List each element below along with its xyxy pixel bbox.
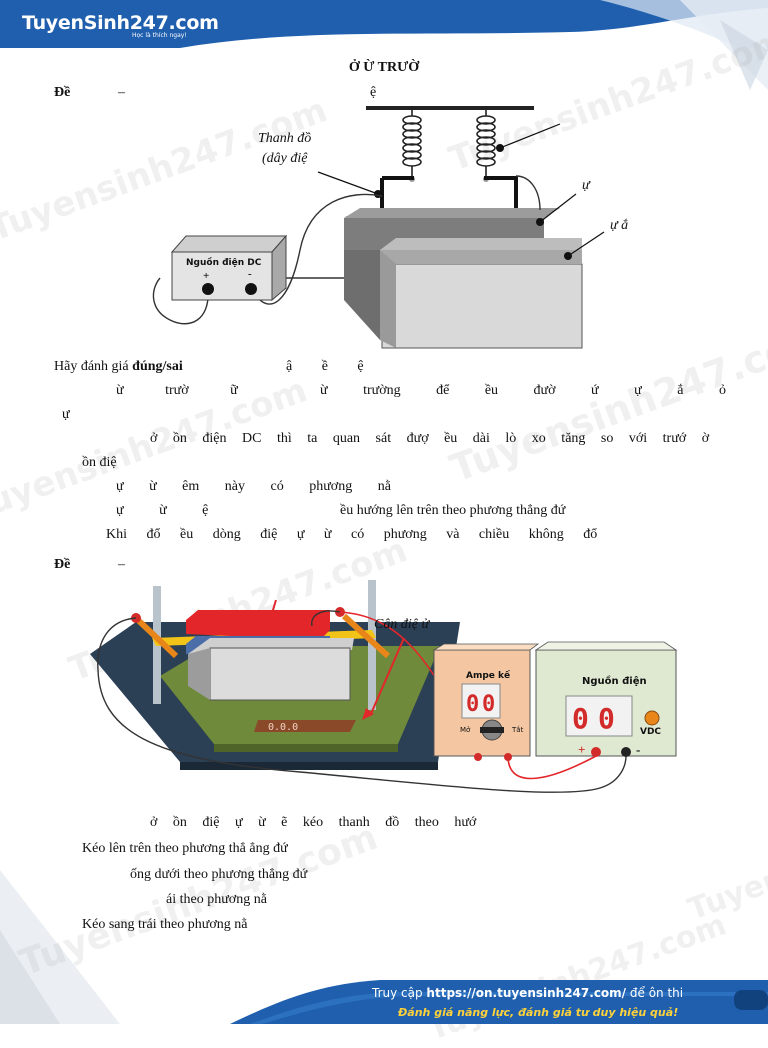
option-d[interactable]: Kéo sang trái theo phương nằ [82, 917, 248, 932]
question-1-dash: – [118, 85, 125, 100]
statement-a-cont: ừ trường để ều đườ ứ ự ắ ỏ [320, 383, 726, 398]
footer-line-2: Đánh giá năng lực, đánh giá tư duy hiệu … [398, 1006, 679, 1019]
corner-decoration [680, 0, 768, 90]
corner-decoration-bottom [0, 870, 120, 1024]
ammeter-off-label: Tắt [512, 726, 524, 734]
statement-d-cont: ều hướng lên trên theo phương thẳng đứ [340, 503, 566, 518]
source-vdc-label: VDC [640, 727, 662, 737]
statement-a-end: ự [62, 407, 70, 422]
copper-bar-label-1: Thanh đồ [258, 131, 312, 146]
footer-band [230, 980, 768, 1024]
statement-b-end: ồn điệ [82, 455, 117, 470]
svg-text:0: 0 [482, 692, 495, 717]
statement-e: Khi đổ ều dòng điệ ự ừ có phương và chiề… [106, 527, 598, 542]
page-title: Ở Ừ TRƯỜ [348, 60, 420, 75]
balance-label: Cân điệ ử [374, 617, 430, 632]
question-1-lead-tail: ậ ề ệ [286, 359, 364, 374]
dc-source-title: Nguồn điện DC [186, 258, 262, 268]
ammeter-title: Ampe kế [466, 671, 511, 681]
option-c[interactable]: ái theo phương nằ [166, 892, 267, 907]
question-1-label: Đề [54, 85, 71, 100]
pole-label-2: ự ắ [610, 218, 629, 233]
question-2-stem: ở ồn điệ ự ừ ẽ kéo thanh đồ theo hướ [150, 815, 477, 830]
magnet-top [380, 238, 582, 250]
magnet-front [381, 263, 583, 349]
source-title: Nguồn điện [582, 676, 647, 687]
source-plus-label: + [578, 742, 586, 757]
brand-tagline: Học là thích ngay! [132, 32, 187, 39]
lead-text: Hãy đánh giá [54, 359, 129, 374]
source-minus-label: - [636, 742, 641, 757]
brand-logo[interactable]: TuyenSinh247.com [22, 12, 219, 34]
spring-right [476, 110, 496, 178]
question-1-lead: Hãy đánh giá đúng/sai [54, 358, 183, 376]
svg-text:0: 0 [598, 702, 615, 735]
ammeter-on-label: Mở [460, 726, 471, 734]
statement-b: ở ồn điện DC thì ta quan sát đượ ều dài … [150, 431, 710, 446]
footer-line-1: Truy cập https://on.tuyensinh247.com/ để… [372, 986, 683, 1000]
lead-emphasis: đúng/sai [132, 359, 183, 374]
copper-bar-label-2: (dây điệ [262, 151, 308, 166]
question-2-dash: – [118, 557, 125, 572]
magnet-red [186, 610, 330, 640]
statement-d: ự ừ ệ [116, 503, 209, 518]
question-1-heading: ệ [370, 85, 377, 100]
option-a[interactable]: Kéo lên trên theo phương thẳ ẳng đứ [82, 841, 288, 856]
question-2-label: Đề [54, 557, 71, 572]
statement-a: ừ trườ ữ [116, 383, 238, 398]
footer-text: Truy cập [372, 986, 423, 1000]
footer-text: để ôn thi [629, 986, 684, 1000]
dc-minus-label: - [248, 268, 252, 280]
figure-2-current-balance-setup: 0.0.0 0 0 0 0 [90, 580, 678, 793]
option-b[interactable]: ống dưới theo phương thẳng đứ [130, 867, 308, 882]
ceiling-support [366, 106, 534, 110]
pole-label-1: ự [582, 178, 590, 193]
statement-c: ự ừ êm này có phương nằ [116, 479, 391, 494]
svg-text:0: 0 [572, 702, 589, 735]
wire [251, 193, 383, 305]
dc-plus-label: + [203, 270, 210, 282]
footer-link[interactable]: https://on.tuyensinh247.com/ [426, 986, 627, 1000]
svg-text:0: 0 [466, 692, 479, 717]
figure-1-magnet-spring-setup [152, 106, 605, 349]
magnet-grey [209, 647, 351, 701]
spring-left [402, 110, 422, 178]
svg-text:0.0.0: 0.0.0 [268, 722, 298, 733]
